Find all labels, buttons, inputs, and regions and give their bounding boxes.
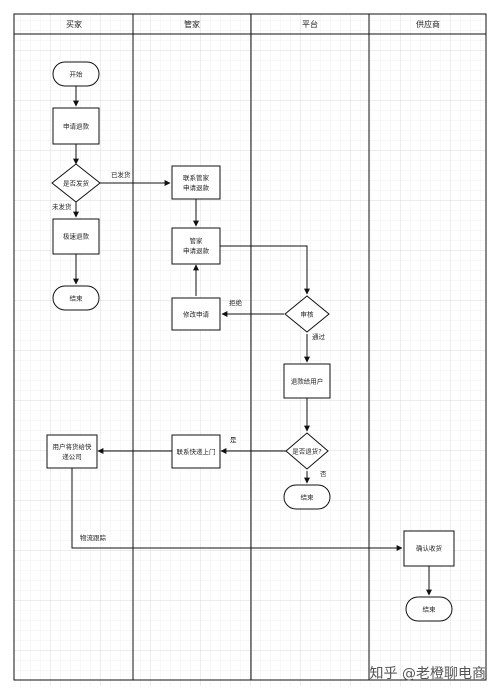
node-modify-request-label: 修改申请 — [183, 310, 210, 319]
node-end-platform-label: 结束 — [301, 493, 315, 502]
node-apply-refund: 申请退款 — [52, 107, 100, 145]
lane-title-platform: 平台 — [302, 19, 318, 29]
node-start: 开始 — [52, 61, 100, 87]
node-end-buyer-label: 结束 — [70, 294, 84, 303]
node-contact-courier: 联系快递上门 — [171, 434, 221, 469]
lane-title-steward: 管家 — [184, 19, 200, 29]
decision-review-label: 审核 — [301, 310, 315, 319]
node-steward-refund-label-1: 管家 — [190, 236, 204, 245]
node-start-label: 开始 — [70, 70, 84, 79]
lane-title-supplier: 供应商 — [416, 19, 440, 29]
node-contact-steward-label-1: 联系管家 — [183, 173, 210, 182]
edge-label-approve: 通过 — [312, 332, 326, 341]
node-confirm-receipt-label: 确认收货 — [416, 544, 443, 553]
node-steward-refund: 管家 申请退款 — [171, 227, 221, 265]
node-modify-request: 修改申请 — [171, 297, 221, 331]
node-refund-user-label: 退款给用户 — [291, 377, 324, 386]
decision-returned-label: 是否退货? — [292, 447, 321, 456]
decision-returned: 是否退货? — [285, 432, 329, 470]
node-end-platform: 结束 — [283, 484, 331, 510]
node-contact-steward: 联系管家 申请退款 — [171, 165, 221, 200]
edges — [71, 86, 432, 596]
edge-label-logistics: 物流跟踪 — [80, 533, 107, 542]
decision-review: 审核 — [284, 295, 330, 333]
node-end-supplier: 结束 — [405, 596, 453, 622]
edge-label-no: 否 — [320, 470, 327, 478]
edge-steward-refund-to-review — [220, 245, 310, 295]
decision-shipped-label: 是否发货 — [63, 179, 90, 188]
node-contact-courier-label: 联系快递上门 — [177, 447, 216, 456]
node-apply-refund-label: 申请退款 — [63, 122, 90, 131]
node-express-refund: 极速退款 — [52, 218, 100, 255]
node-express-refund-label: 极速退款 — [63, 232, 90, 241]
node-contact-steward-label-2: 申请退款 — [183, 183, 210, 192]
decision-shipped: 是否发货 — [51, 163, 101, 203]
edge-label-shipped: 已发货 — [111, 170, 131, 179]
lane-title-buyer: 买家 — [66, 19, 82, 29]
edge-label-yes: 是 — [230, 436, 237, 444]
edge-label-not-shipped: 未发货 — [52, 202, 72, 211]
node-ship-back-label-2: 递公司 — [62, 452, 82, 461]
edge-label-reject: 拒绝 — [229, 298, 243, 307]
node-confirm-receipt: 确认收货 — [403, 530, 455, 567]
node-refund-user: 退款给用户 — [283, 363, 331, 399]
node-end-buyer: 结束 — [52, 285, 100, 311]
lane-frame — [13, 13, 487, 681]
node-end-supplier-label: 结束 — [423, 605, 437, 614]
node-ship-back-label-1: 用户将货给快 — [53, 442, 93, 451]
edge-ship-back-to-confirm-receipt — [71, 468, 403, 551]
node-steward-refund-label-2: 申请退款 — [183, 246, 210, 255]
node-ship-back: 用户将货给快 递公司 — [46, 434, 98, 469]
watermark-text: 知乎 @老橙聊电商 — [370, 665, 486, 682]
